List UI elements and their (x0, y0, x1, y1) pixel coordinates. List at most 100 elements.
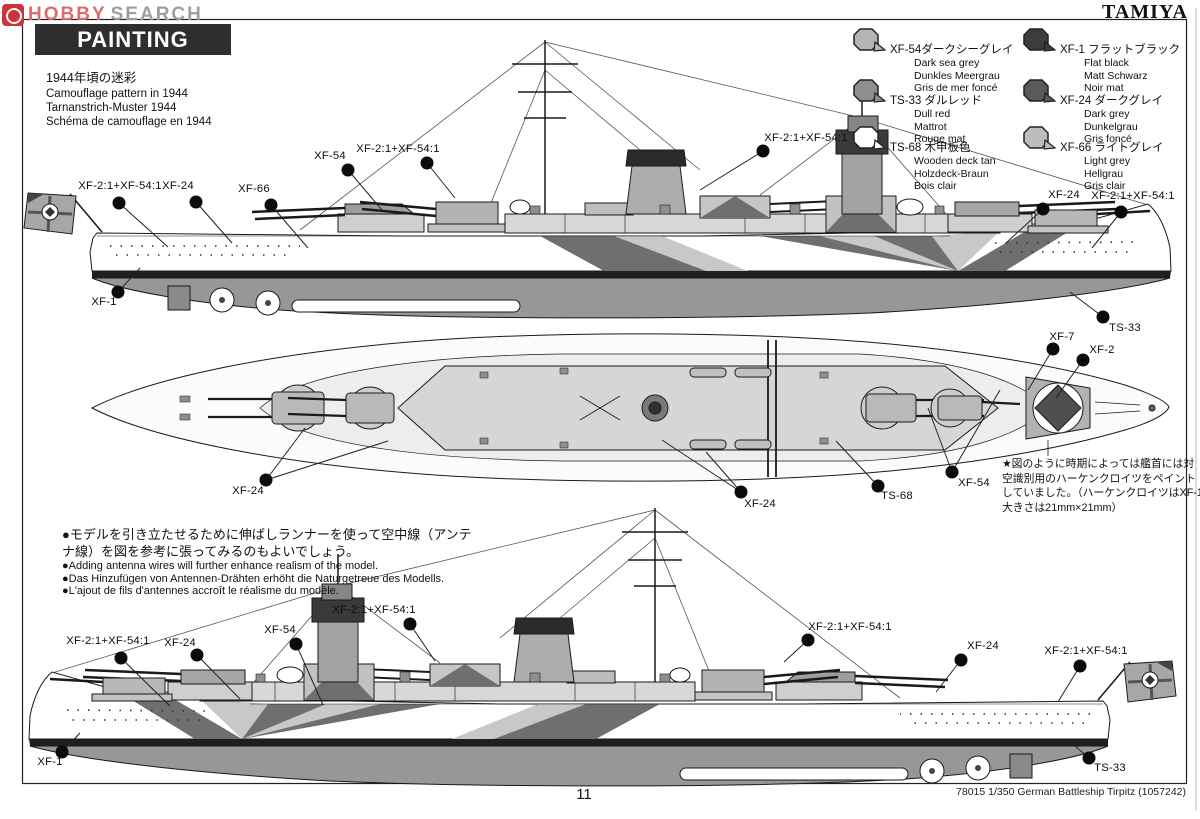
camouflage-subtitle: 1944年頃の迷彩 Camouflage pattern in 1944 Tar… (46, 71, 212, 129)
callout-leader-line (120, 657, 171, 707)
callout-leader-line (661, 439, 742, 493)
paint-callout-label: XF-2:1+XF-54:1 (808, 621, 892, 633)
callout-dot-icon (189, 195, 203, 209)
paint-callout-label: XF-2 (1089, 344, 1115, 356)
watermark-search-text: SEARCH (110, 4, 203, 25)
callout-dot-icon (954, 653, 968, 667)
callout-leader-line (265, 440, 389, 481)
bow-marking-note: ★図のように時期によっては艦首には対 空識別用のハーケンクロイツをペイント して… (1002, 458, 1200, 514)
legend-code: XF-24 ダークグレイ (1060, 95, 1164, 107)
callout-layer (55, 144, 1128, 765)
paint-callout-label: XF-24 (744, 498, 776, 510)
legend-code: TS-68 木甲板色 (890, 142, 971, 154)
hobby-search-watermark: HOBBY SEARCH (2, 4, 203, 26)
paint-callout-label: TS-68 (881, 490, 913, 502)
product-footer: 78015 1/350 German Battleship Tirpitz (1… (956, 786, 1186, 798)
paint-callout-label: XF-24 (232, 485, 264, 497)
antenna-note: ●モデルを引き立たせるために伸ばしランナーを使って空中線（アンテ ナ線）を図を参… (62, 527, 472, 597)
painting-title: PAINTING (77, 26, 189, 52)
callout-dot-icon (734, 485, 748, 499)
callout-dot-icon (1073, 659, 1087, 673)
callout-leader-line (347, 169, 383, 211)
callout-leader-line (265, 427, 306, 481)
paint-jar-icon (1023, 79, 1056, 103)
callout-dot-icon (756, 144, 770, 158)
paint-callout-label: XF-24 (164, 637, 196, 649)
paint-callout-label: XF-24 (967, 640, 999, 652)
paint-callout-label: XF-24 (1048, 189, 1080, 201)
callout-leader-line (1057, 665, 1081, 703)
callout-leader-line (118, 202, 169, 248)
legend-code: XF-54ダークシーグレイ (890, 44, 1014, 56)
paint-jar-icon (853, 79, 886, 103)
callout-dot-icon (341, 163, 355, 177)
paint-callout-label: TS-33 (1094, 762, 1126, 774)
paint-jar-icon (853, 28, 886, 52)
paint-jar-icon (853, 126, 886, 150)
callout-leader-line (1091, 211, 1122, 249)
callout-leader-line (295, 643, 324, 706)
callout-leader-line (835, 440, 879, 487)
paint-callout-label: XF-2:1+XF-54:1 (356, 143, 440, 155)
callout-dot-icon (264, 198, 278, 212)
legend-code: XF-66 ライトグレイ (1060, 142, 1164, 154)
callout-dot-icon (289, 637, 303, 651)
paint-callout-label: XF-2:1+XF-54:1 (764, 132, 848, 144)
callout-dot-icon (945, 465, 959, 479)
callout-leader-line (951, 389, 1001, 473)
callout-dot-icon (1036, 202, 1050, 216)
subtitle-de: Tarnanstrich-Muster 1944 (46, 102, 177, 114)
callout-dot-icon (190, 648, 204, 662)
subtitle-en: Camouflage pattern in 1944 (46, 88, 188, 100)
callout-leader-line (927, 407, 953, 473)
painting-title-bar: PAINTING (35, 24, 231, 55)
callout-dot-icon (55, 745, 69, 759)
callout-leader-line (195, 201, 233, 244)
callout-leader-line (699, 150, 764, 191)
callout-dot-icon (420, 156, 434, 170)
callout-dot-icon (111, 285, 125, 299)
callout-dot-icon (801, 633, 815, 647)
callout-leader-line (1055, 359, 1084, 399)
callout-leader-line (196, 654, 241, 700)
paint-callout-label: XF-54 (958, 477, 990, 489)
paint-callout-label: XF-2:1+XF-54:1 (1044, 645, 1128, 657)
paint-callout-label: XF-2:1+XF-54:1 (1091, 190, 1175, 202)
ship-top-view (90, 333, 1170, 482)
callout-leader-line (935, 659, 962, 693)
paint-callout-label: XF-1 (91, 296, 117, 308)
callout-leader-line (270, 204, 309, 249)
callout-dot-icon (1114, 205, 1128, 219)
paint-jar-icon (1023, 28, 1056, 52)
callout-dot-icon (1096, 310, 1110, 324)
callout-leader-line (705, 451, 742, 493)
paint-callout-label: XF-2:1+XF-54:1 (332, 604, 416, 616)
callout-dot-icon (1046, 342, 1060, 356)
callout-leader-line (1069, 291, 1104, 318)
paint-callout-label: TS-33 (1109, 322, 1141, 334)
watermark-hobby-text: HOBBY (28, 4, 107, 25)
callout-leader-line (1005, 208, 1044, 244)
hobby-search-badge-icon (2, 4, 24, 26)
paint-callout-label: XF-66 (238, 183, 270, 195)
callout-dot-icon (1082, 751, 1096, 765)
paint-callout-label: XF-7 (1049, 331, 1075, 343)
page-number: 11 (576, 786, 592, 803)
callout-dot-icon (871, 479, 885, 493)
callout-dot-icon (114, 651, 128, 665)
paint-callout-label: XF-54 (264, 624, 296, 636)
paint-callout-label: XF-2:1+XF-54:1 (78, 180, 162, 192)
paint-callout-label: XF-54 (314, 150, 346, 162)
subtitle-ja: 1944年頃の迷彩 (46, 71, 137, 85)
callout-dot-icon (1076, 353, 1090, 367)
subtitle-fr: Schéma de camouflage en 1944 (46, 116, 212, 128)
callout-dot-icon (403, 617, 417, 631)
paint-jar-icon (1023, 126, 1056, 150)
paint-callout-label: XF-2:1+XF-54:1 (66, 635, 150, 647)
legend-code: TS-33 ダルレッド (890, 95, 983, 107)
callout-leader-line (426, 162, 456, 199)
paint-callout-label: XF-24 (162, 180, 194, 192)
callout-leader-line (409, 623, 436, 662)
